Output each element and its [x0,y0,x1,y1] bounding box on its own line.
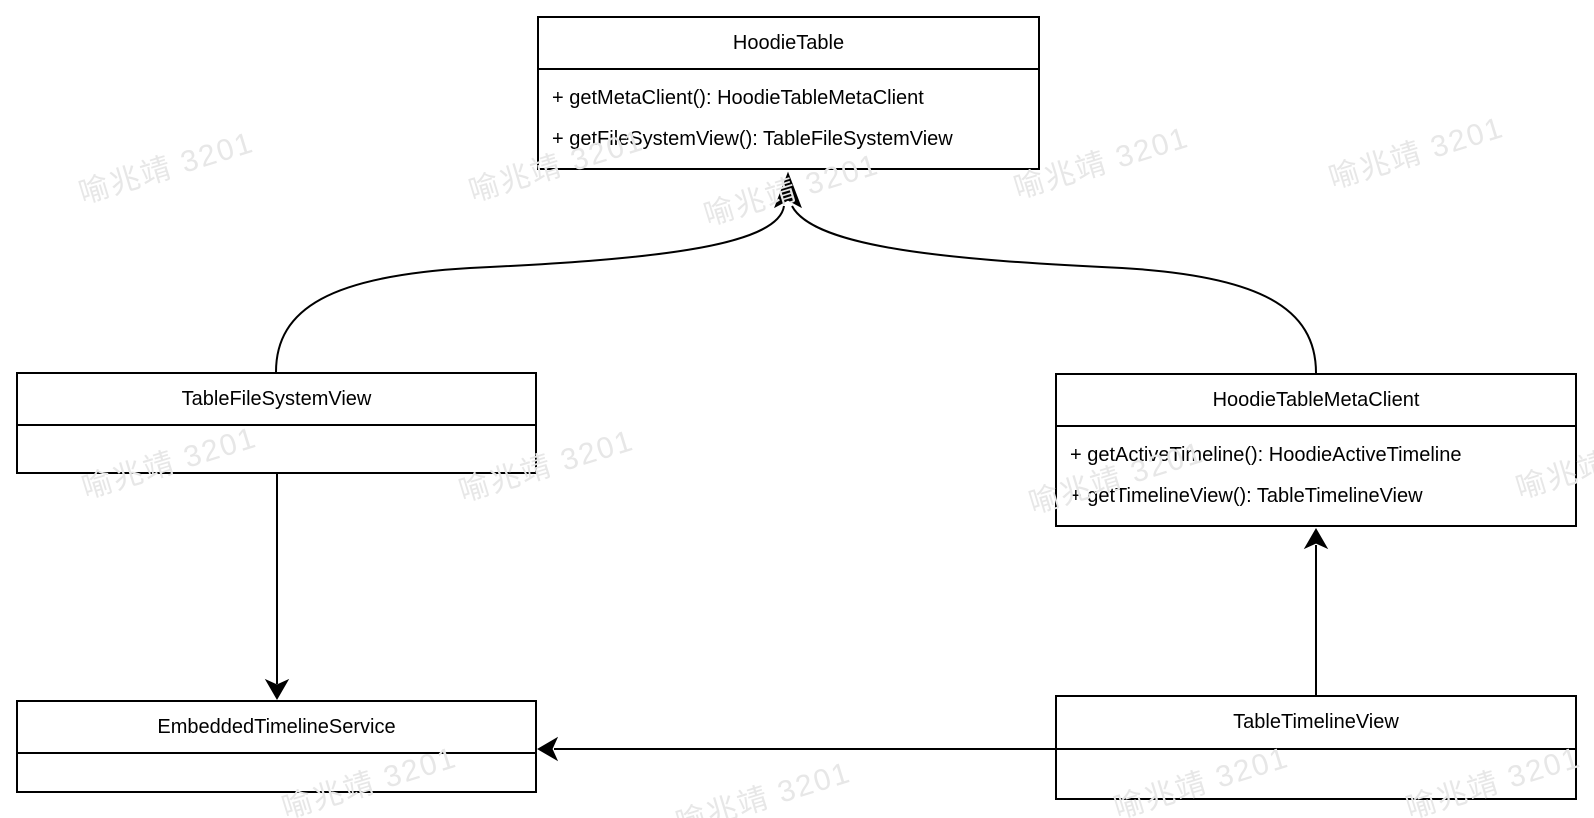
watermark-text: 喻兆靖 3201 [1325,111,1508,196]
arrow-branch-from-hoodietablemetaclient [791,205,1317,374]
class-box-hoodietablemetaclient: HoodieTableMetaClient + getActiveTimelin… [1055,373,1577,527]
arrow-tabletimelineview-to-embeddedtimelineservice [537,736,1055,762]
class-title-tablefilesystemview: TableFileSystemView [18,374,535,426]
arrow-merge-to-hoodietable [275,171,1317,374]
watermark-text: 喻兆靖 3201 [75,126,258,211]
method-gettimelineview: + getTimelineView(): TableTimelineView [1070,484,1423,507]
arrow-branch-from-tablefilesystemview [275,205,785,373]
method-getfilesystemview: + getFileSystemView(): TableFileSystemVi… [552,127,953,150]
class-title-tabletimelineview: TableTimelineView [1057,697,1575,750]
class-box-tablefilesystemview: TableFileSystemView [16,372,537,474]
arrowhead-up-icon [774,171,802,209]
class-body-hoodietablemetaclient: + getActiveTimeline(): HoodieActiveTimel… [1057,427,1575,525]
method-getmetaclient: + getMetaClient(): HoodieTableMetaClient [552,87,924,110]
class-box-embeddedtimelineservice: EmbeddedTimelineService [16,700,537,793]
class-title-hoodietablemetaclient: HoodieTableMetaClient [1057,375,1575,427]
watermark-text: 喻兆靖 3201 [672,756,855,818]
class-body-embeddedtimelineservice [18,754,535,791]
method-getactivetimeline: + getActiveTimeline(): HoodieActiveTimel… [1070,444,1462,467]
class-body-tabletimelineview [1057,750,1575,798]
class-body-hoodietable: + getMetaClient(): HoodieTableMetaClient… [539,70,1038,168]
class-box-hoodietable: HoodieTable + getMetaClient(): HoodieTab… [537,16,1040,170]
arrowhead-up-icon [1303,528,1329,550]
arrowhead-left-icon [537,736,559,762]
arrow-tabletimelineview-to-hoodietablemetaclient [1303,528,1329,695]
class-box-tabletimelineview: TableTimelineView [1055,695,1577,800]
arrow-tablefilesystemview-to-embeddedtimelineservice [264,474,290,700]
class-title-hoodietable: HoodieTable [539,18,1038,70]
class-body-tablefilesystemview [18,426,535,472]
arrowhead-down-icon [264,678,290,700]
class-title-embeddedtimelineservice: EmbeddedTimelineService [18,702,535,754]
